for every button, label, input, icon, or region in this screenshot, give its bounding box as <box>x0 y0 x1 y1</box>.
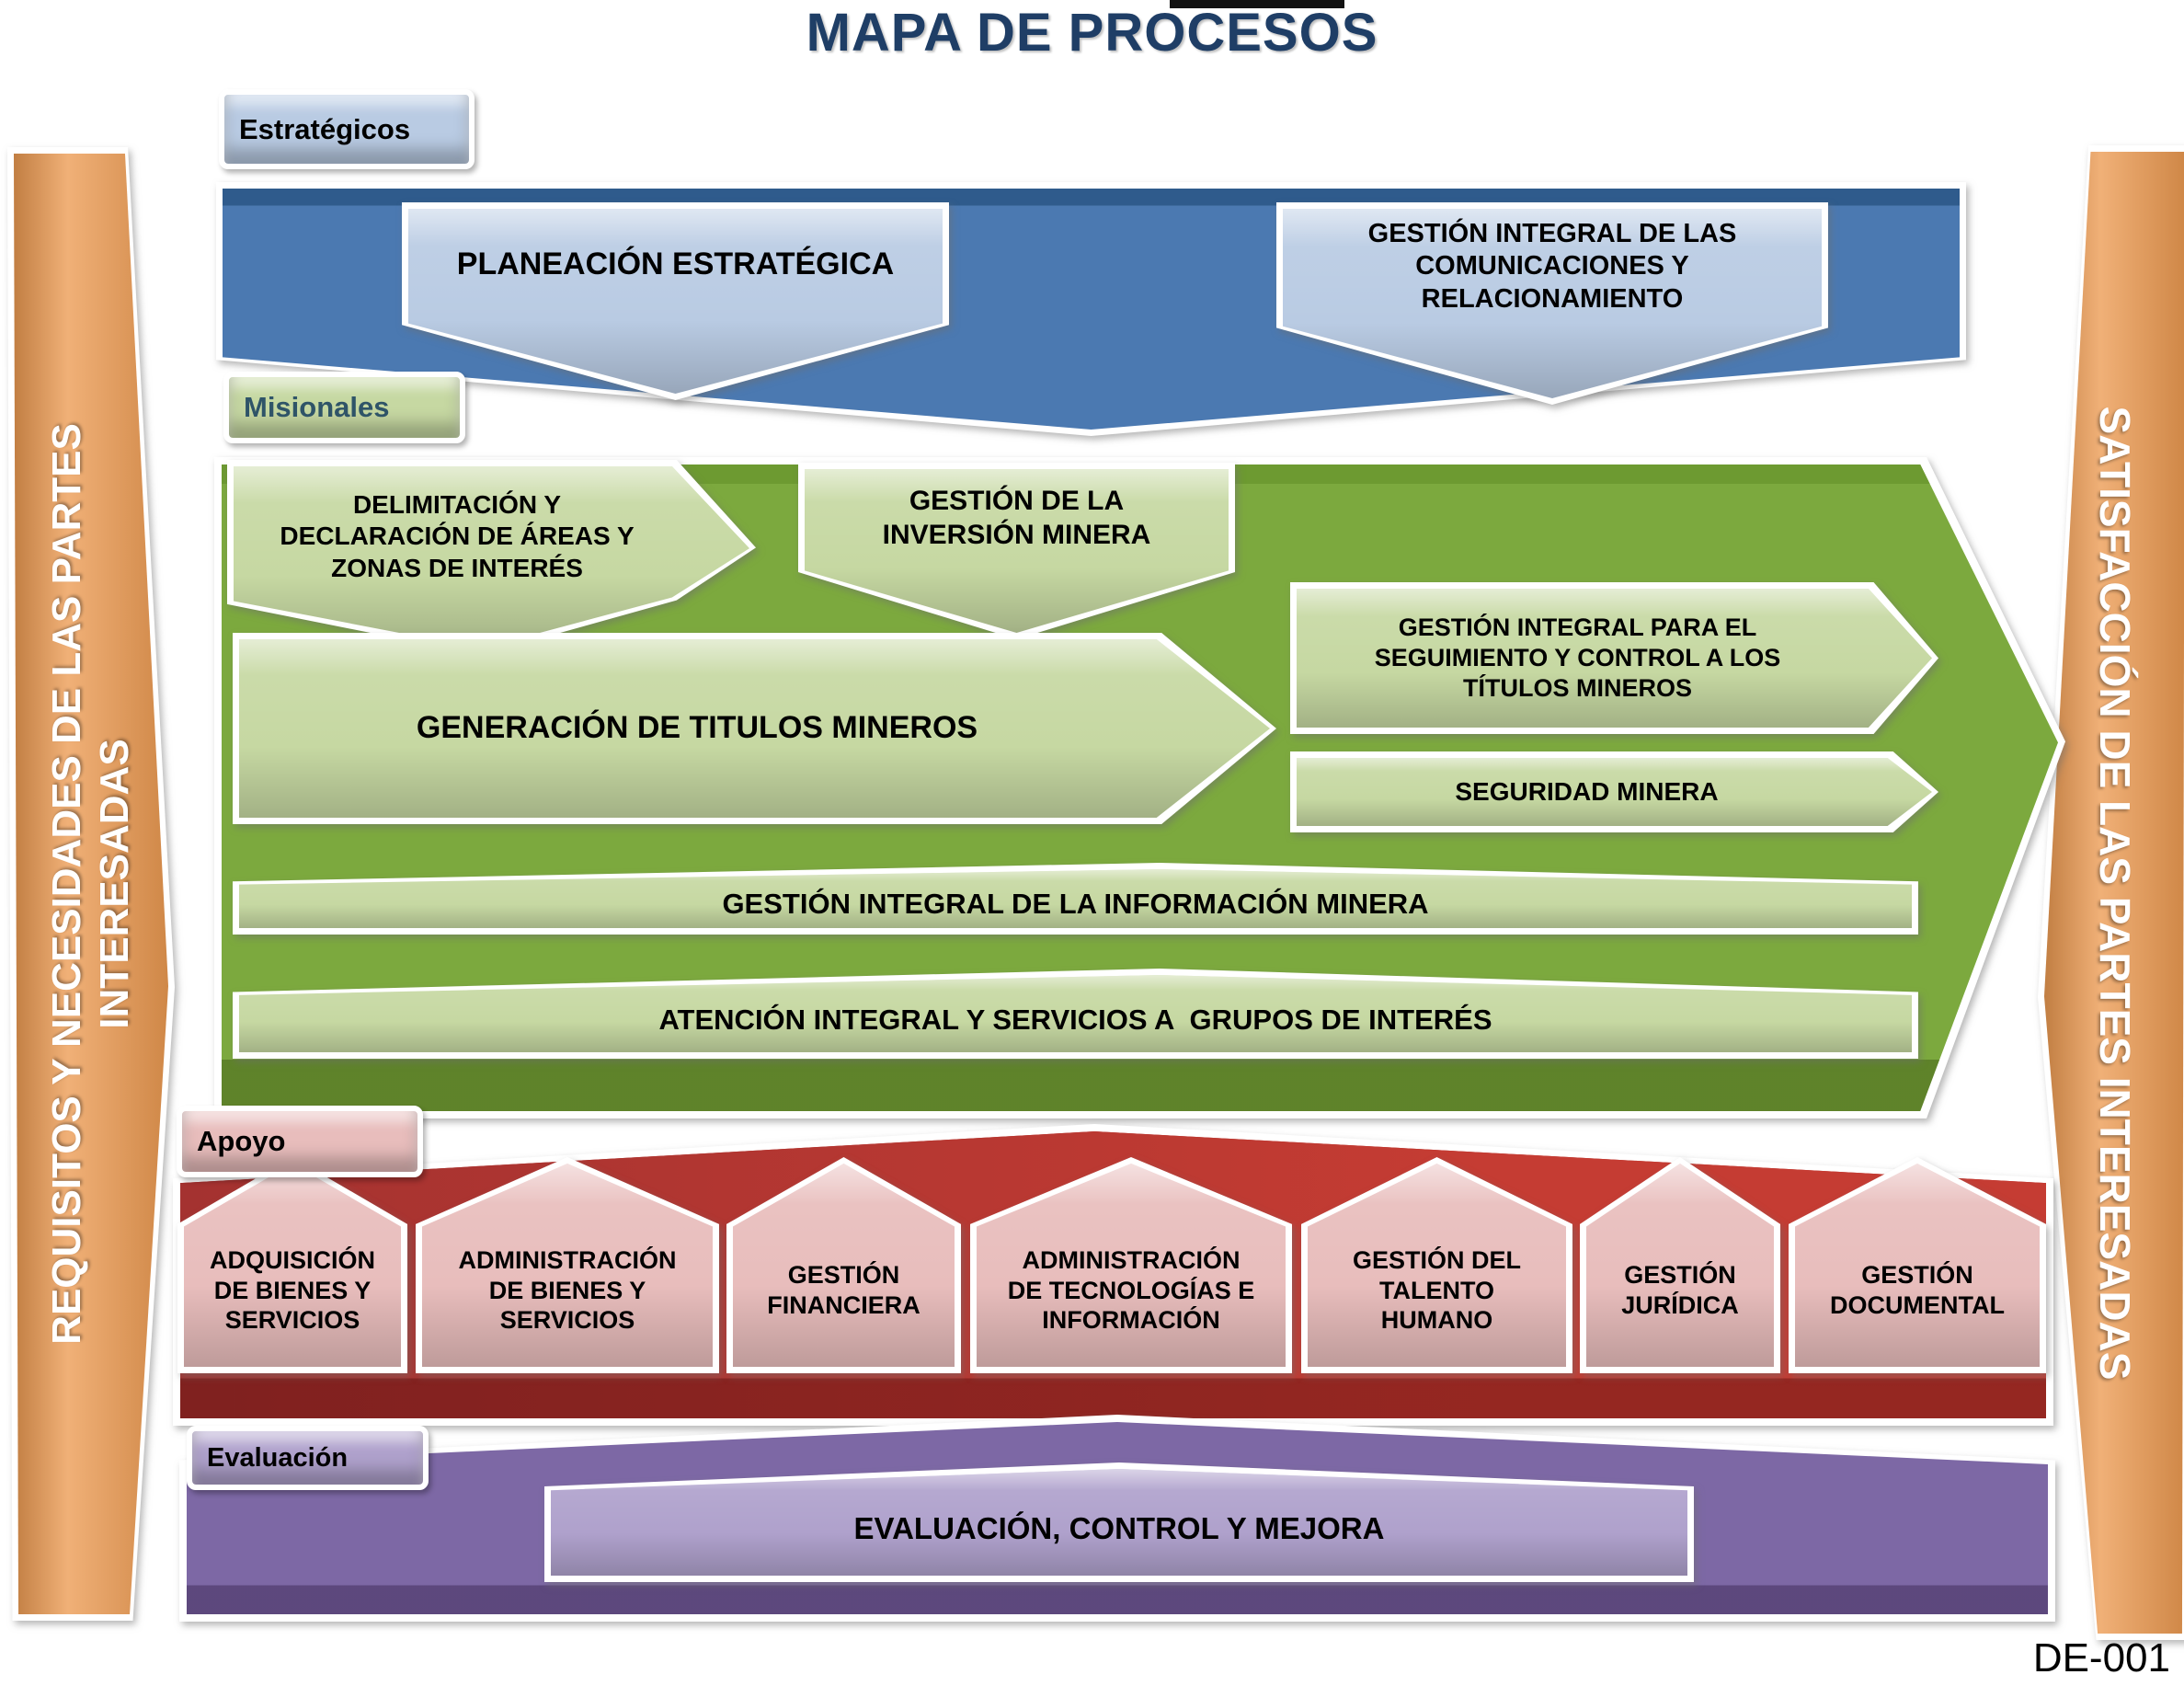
label-text: Misionales <box>244 391 390 423</box>
process-label: GESTIÓN INTEGRAL PARA EL SEGUIMIENTO Y C… <box>1374 614 1788 702</box>
process-atencion-grupos: ATENCIÓN INTEGRAL Y SERVICIOS A GRUPOS D… <box>233 969 1918 1059</box>
process-gestion-financiera: GESTIÓN FINANCIERA <box>726 1157 961 1373</box>
process-seguridad-minera: SEGURIDAD MINERA <box>1290 751 1938 832</box>
process-gestion-documental: GESTIÓN DOCUMENTAL <box>1789 1157 2046 1373</box>
process-evaluacion-control-mejora: EVALUACIÓN, CONTROL Y MEJORA <box>544 1462 1694 1582</box>
process-generacion-titulos: GENERACIÓN DE TITULOS MINEROS <box>233 633 1276 824</box>
process-delimitacion-areas: DELIMITACIÓN Y DECLARACIÓN DE ÁREAS Y ZO… <box>227 460 756 655</box>
label-text: Estratégicos <box>239 112 411 145</box>
left-banner-text-line1: REQUISITOS Y NECESIDADES DE LAS PARTES <box>44 423 90 1345</box>
label-text: Evaluación <box>207 1442 349 1473</box>
process-gestion-juridica: GESTIÓN JURÍDICA <box>1580 1157 1780 1373</box>
process-label: GESTIÓN FINANCIERA <box>767 1261 920 1319</box>
process-seguimiento-titulos: GESTIÓN INTEGRAL PARA EL SEGUIMIENTO Y C… <box>1290 582 1938 734</box>
label-evaluacion: Evaluación <box>187 1426 429 1490</box>
process-talento-humano: GESTIÓN DEL TALENTO HUMANO <box>1301 1157 1572 1373</box>
right-banner-text: SATISFACCIÓN DE LAS PARTES INTERESADAS <box>2090 406 2139 1380</box>
label-misionales: Misionales <box>223 372 465 443</box>
process-label: GESTIÓN INTEGRAL DE LAS COMUNICACIONES Y… <box>1367 218 1744 314</box>
process-label: GESTIÓN DE LA INVERSIÓN MINERA <box>882 486 1151 550</box>
process-label: GESTIÓN DEL TALENTO HUMANO <box>1352 1245 1528 1335</box>
process-gestion-comunicaciones: GESTIÓN INTEGRAL DE LAS COMUNICACIONES Y… <box>1276 202 1828 405</box>
process-label: ADMINISTRACIÓN DE TECNOLOGÍAS E INFORMAC… <box>1007 1245 1262 1335</box>
process-adquisicion-bienes: ADQUISICIÓN DE BIENES Y SERVICIOS <box>177 1157 407 1373</box>
process-planeacion-estrategica: PLANEACIÓN ESTRATÉGICA <box>402 202 949 400</box>
process-label: GENERACIÓN DE TITULOS MINEROS <box>416 710 978 746</box>
process-label: DELIMITACIÓN Y DECLARACIÓN DE ÁREAS Y ZO… <box>280 490 642 582</box>
scan-artifact <box>1170 0 1344 8</box>
process-label: GESTIÓN JURÍDICA <box>1621 1261 1744 1319</box>
process-tecnologias-informacion: ADMINISTRACIÓN DE TECNOLOGÍAS E INFORMAC… <box>970 1157 1292 1373</box>
process-label: EVALUACIÓN, CONTROL Y MEJORA <box>853 1510 1385 1545</box>
left-banner-text-line2: INTERESADAS <box>92 739 137 1029</box>
process-administracion-bienes: ADMINISTRACIÓN DE BIENES Y SERVICIOS <box>416 1157 719 1373</box>
process-informacion-minera: GESTIÓN INTEGRAL DE LA INFORMACIÓN MINER… <box>233 863 1918 935</box>
process-label: ATENCIÓN INTEGRAL Y SERVICIOS A GRUPOS D… <box>658 1004 1492 1037</box>
label-text: Apoyo <box>197 1125 286 1157</box>
left-requirements-banner: REQUISITOS Y NECESIDADES DE LAS PARTES I… <box>7 147 175 1621</box>
process-label: ADMINISTRACIÓN DE BIENES Y SERVICIOS <box>458 1245 684 1335</box>
label-apoyo: Apoyo <box>177 1106 423 1177</box>
process-label: ADQUISICIÓN DE BIENES Y SERVICIOS <box>209 1245 383 1335</box>
process-inversion-minera: GESTIÓN DE LA INVERSIÓN MINERA <box>798 463 1235 639</box>
label-estrategicos: Estratégicos <box>219 89 475 169</box>
band-evaluacion <box>179 1415 2055 1622</box>
process-label: GESTIÓN DOCUMENTAL <box>1830 1261 2005 1319</box>
page-title: MAPA DE PROCESOS <box>806 3 1378 63</box>
process-label: SEGURIDAD MINERA <box>1455 776 1719 806</box>
document-code: DE-001 <box>2032 1635 2170 1680</box>
process-label: PLANEACIÓN ESTRATÉGICA <box>456 246 895 281</box>
right-satisfaction-banner: SATISFACCIÓN DE LAS PARTES INTERESADAS <box>2038 145 2184 1640</box>
process-label: GESTIÓN INTEGRAL DE LA INFORMACIÓN MINER… <box>722 888 1429 921</box>
